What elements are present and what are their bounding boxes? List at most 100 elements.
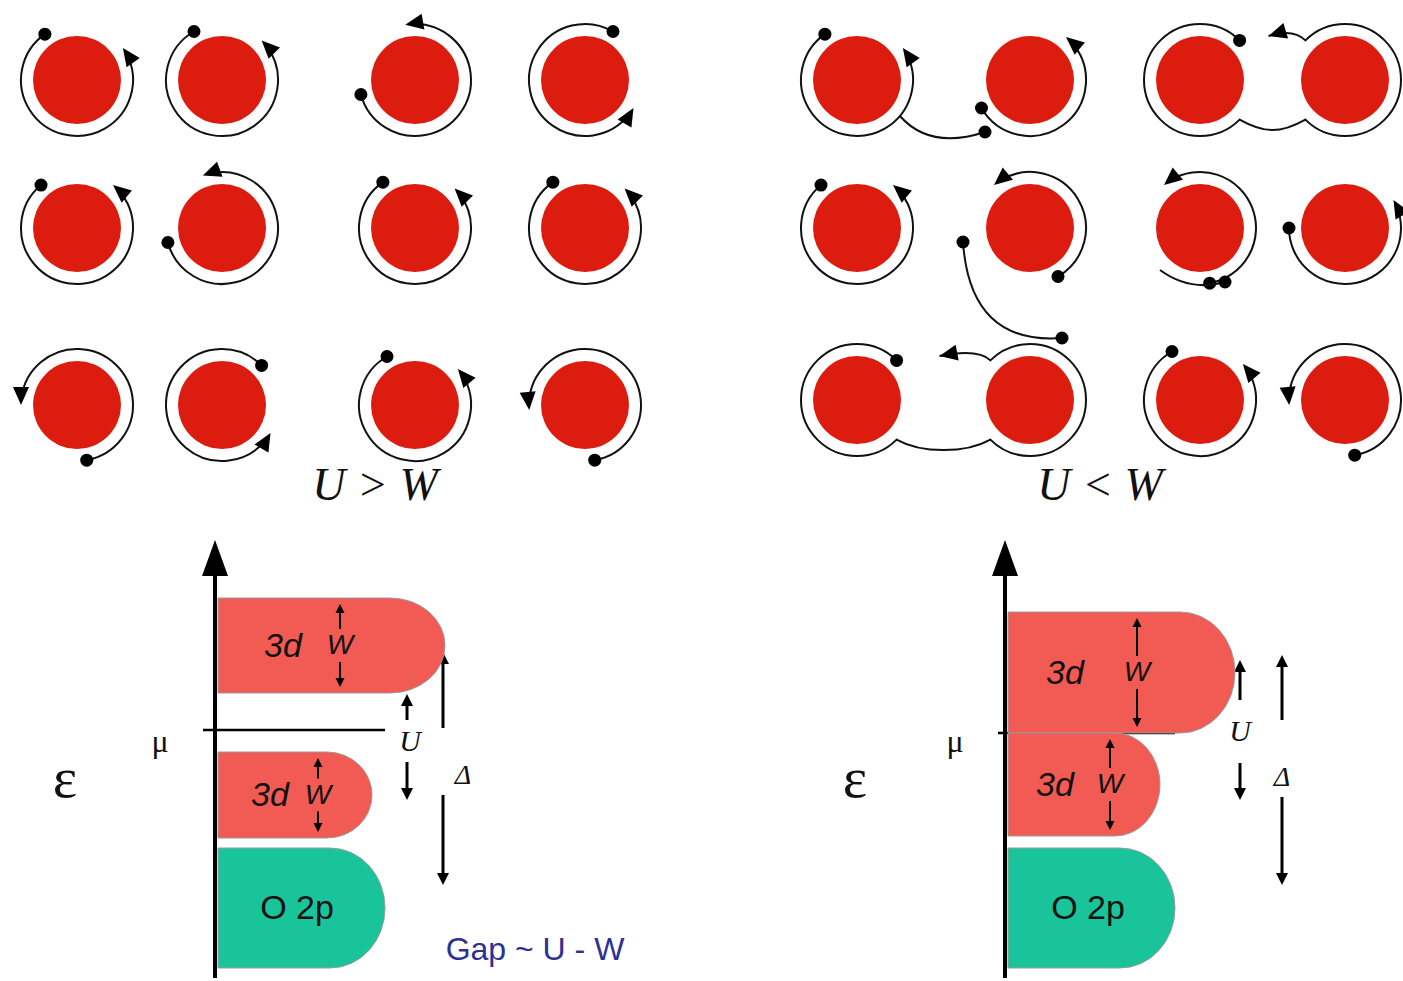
band-label: 3d xyxy=(1046,654,1084,691)
energy-label: U xyxy=(1229,714,1251,747)
orbit-arrowhead xyxy=(255,433,271,453)
arrow-head xyxy=(1133,718,1142,727)
electron xyxy=(35,179,48,192)
orbit-arrowhead xyxy=(625,188,643,206)
energy-band: 3dW xyxy=(1008,612,1235,733)
electron-orbit xyxy=(21,34,133,136)
energy-label: U xyxy=(399,724,421,757)
electron-orbit xyxy=(359,182,471,284)
orbit-arrowhead xyxy=(893,185,912,203)
atom xyxy=(371,184,459,272)
electron xyxy=(546,176,559,189)
atom xyxy=(1156,184,1244,272)
electron xyxy=(255,359,268,372)
electron xyxy=(1283,222,1296,235)
chemical-potential-label: μ xyxy=(946,724,963,759)
orbit-arrowhead xyxy=(1280,386,1296,405)
atom xyxy=(33,184,121,272)
arrow-line xyxy=(1109,801,1111,824)
electron xyxy=(1052,270,1065,283)
electron xyxy=(354,88,367,101)
band-shape xyxy=(1008,733,1160,836)
arrow-line xyxy=(1109,745,1111,768)
electron xyxy=(588,454,601,467)
atom xyxy=(178,361,266,449)
orbit-arrowhead xyxy=(994,167,1013,185)
band-outline xyxy=(218,752,372,838)
band-outline xyxy=(1008,612,1235,733)
energy-band: O 2p xyxy=(218,848,385,968)
arrow-head xyxy=(401,694,413,706)
atom xyxy=(178,184,266,272)
arrow-line xyxy=(406,762,409,792)
arrow-line xyxy=(339,610,341,629)
orbit-arrowhead xyxy=(520,391,536,410)
orbit-arrowhead xyxy=(455,188,473,206)
atom xyxy=(1156,36,1244,124)
atom xyxy=(33,361,121,449)
atom xyxy=(986,36,1074,124)
orbit-arrowhead xyxy=(203,162,223,177)
band-width-label: W xyxy=(327,630,353,661)
orbit-arrowhead xyxy=(1164,167,1183,185)
arrow-head xyxy=(1276,873,1288,885)
atom xyxy=(371,36,459,124)
electron xyxy=(1348,449,1361,462)
electron xyxy=(381,350,394,363)
electron xyxy=(975,102,988,115)
atom xyxy=(986,356,1074,444)
band-label: O 2p xyxy=(260,889,334,926)
arrow-line xyxy=(1239,668,1242,700)
arrow-line xyxy=(442,795,445,877)
electron xyxy=(80,454,93,467)
axis-arrowhead xyxy=(992,540,1018,576)
band-shape xyxy=(1008,612,1235,733)
atom xyxy=(541,361,629,449)
shared-orbit xyxy=(801,344,1086,456)
arrow-line xyxy=(1239,763,1242,792)
regime-label: U > W xyxy=(312,460,438,511)
arrow-head xyxy=(1234,788,1246,800)
electron xyxy=(815,179,828,192)
electron-orbit xyxy=(529,349,641,460)
electron-orbit xyxy=(166,349,266,461)
orbit-arrowhead xyxy=(940,345,959,361)
orbit-arrowhead xyxy=(1393,200,1403,220)
band-outline xyxy=(1008,848,1175,968)
energy-band: O 2p xyxy=(1008,848,1175,968)
orbit-arrowhead xyxy=(1269,23,1289,38)
band-outline xyxy=(1008,733,1160,836)
energy-label: Δ xyxy=(455,760,471,791)
arrow-line xyxy=(1136,624,1138,656)
shared-orbit xyxy=(1144,24,1401,136)
orbit-arrowhead xyxy=(1066,37,1085,55)
electron-orbit xyxy=(359,357,471,461)
electron-orbit xyxy=(1289,207,1401,284)
orbit-arrowhead xyxy=(262,40,280,58)
atom xyxy=(178,36,266,124)
atom xyxy=(813,36,901,124)
band-outline xyxy=(218,598,445,693)
arrow-head xyxy=(1276,655,1288,667)
arrow-head xyxy=(336,678,345,687)
gap-note: Gap ~ U - W xyxy=(446,932,625,967)
electron-orbit xyxy=(1289,344,1401,455)
energy-axis xyxy=(1003,570,1007,978)
electron-orbit xyxy=(166,32,278,136)
atom xyxy=(541,184,629,272)
atom xyxy=(1301,36,1389,124)
orbit-arrowhead xyxy=(618,108,634,128)
arrow-head xyxy=(437,873,449,885)
hopping-path xyxy=(900,116,985,138)
orbit-arrowhead xyxy=(113,185,132,203)
atom xyxy=(1301,356,1389,444)
atom xyxy=(813,356,901,444)
electron xyxy=(890,354,903,367)
electron xyxy=(957,236,970,249)
electron xyxy=(188,25,201,38)
hopping-path xyxy=(1160,270,1225,285)
electron-orbit xyxy=(1144,352,1256,456)
electron-orbit xyxy=(982,43,1086,136)
arrow-line xyxy=(1281,797,1284,877)
